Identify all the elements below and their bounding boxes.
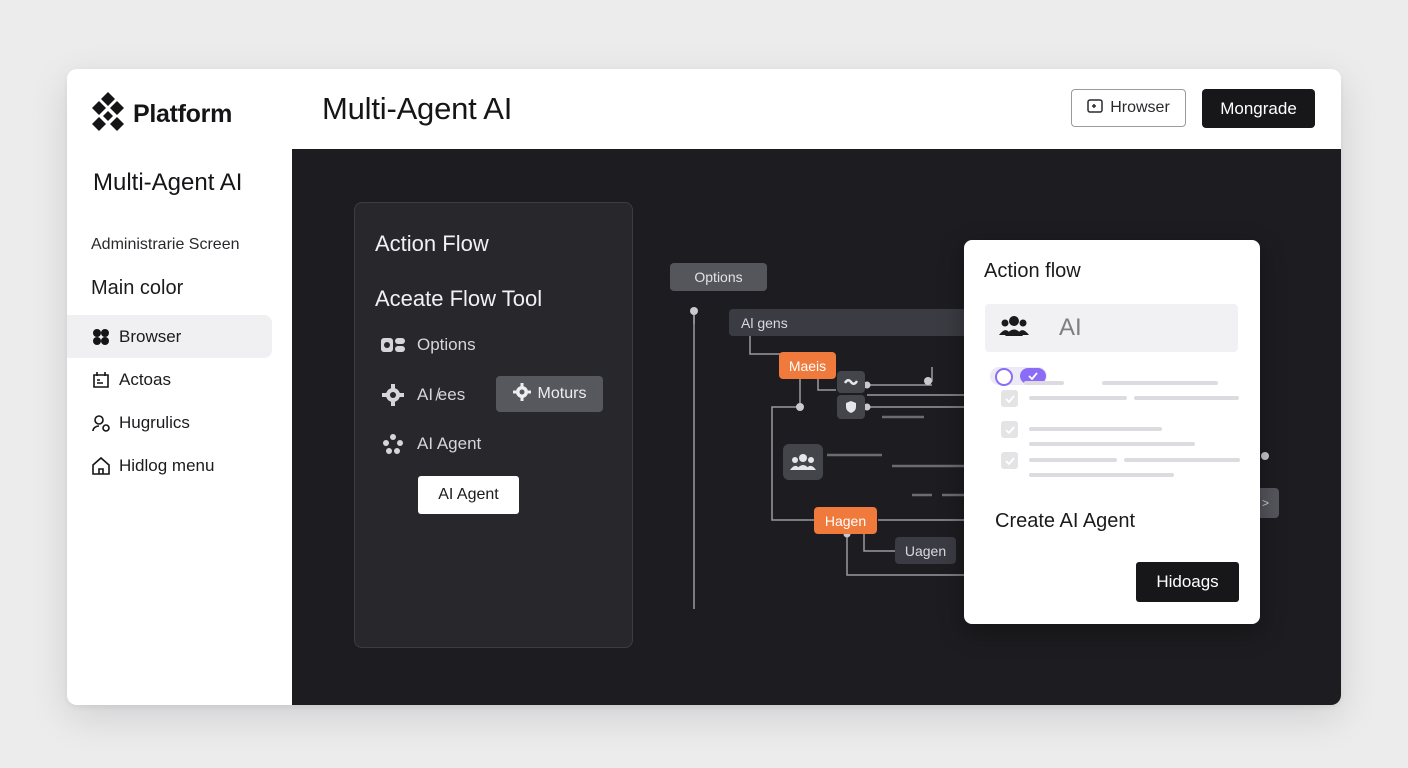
sidebar-item-label: Actoas: [119, 369, 171, 389]
action-flow-card: Action flow AI: [964, 240, 1260, 624]
ai-input-label: AI: [1059, 314, 1082, 341]
top-bar: Multi-Agent AI Hrowser Mongrade: [292, 69, 1341, 149]
sidebar-item-label: Browser: [119, 326, 182, 346]
action-flow-panel: Action Flow Aceate Flow Tool Options AI …: [354, 202, 633, 648]
uagen-node[interactable]: Uagen: [895, 537, 956, 564]
upgrade-button[interactable]: Mongrade: [1202, 89, 1315, 128]
checkbox[interactable]: [1001, 421, 1018, 438]
window-icon: [1087, 98, 1103, 118]
shield-icon[interactable]: [837, 395, 865, 419]
placeholder-line: [1029, 442, 1195, 446]
page-title: Multi-Agent AI: [322, 91, 513, 126]
gear-icon: [381, 383, 405, 407]
toggle-icon: [381, 333, 405, 357]
maeis-node[interactable]: Maeis: [779, 352, 836, 379]
check-icon: [1020, 368, 1046, 384]
sidebar-item-label: Hidlog menu: [119, 455, 215, 475]
ai-gens-node[interactable]: Al ɡens: [729, 309, 969, 336]
placeholder-line: [1102, 381, 1218, 385]
placeholder-line: [1029, 458, 1117, 462]
panel-row-label: AI ̸ees: [417, 385, 466, 404]
user-settings-icon: [91, 413, 111, 433]
panel-row-label: Options: [417, 335, 476, 354]
sidebar-nav: Browser Actoas Hugrulics Hidlog menu: [67, 315, 272, 487]
sidebar-title: Multi-Agent AI: [93, 169, 243, 196]
users-icon: [999, 315, 1029, 342]
sidebar-item-browser[interactable]: Browser: [67, 315, 272, 358]
placeholder-line: [1029, 427, 1162, 431]
create-ai-agent-label: Create AI Agent: [995, 510, 1136, 532]
checkbox[interactable]: [1001, 390, 1018, 407]
cluster-icon: [91, 327, 111, 347]
ai-agent-button[interactable]: AI Agent: [418, 476, 519, 514]
toggle-switch[interactable]: [990, 367, 1047, 386]
placeholder-line: [1124, 458, 1240, 462]
brand[interactable]: Platform: [91, 91, 232, 138]
app-window: Platform Multi-Agent AI Administrarie Sc…: [67, 69, 1341, 705]
sidebar-item-actoas[interactable]: Actoas: [67, 358, 272, 401]
options-node[interactable]: Options: [670, 263, 767, 291]
browser-button[interactable]: Hrowser: [1071, 89, 1186, 127]
browser-button-label: Hrowser: [1110, 99, 1170, 116]
motors-chip-label: Moturs: [537, 385, 587, 402]
brand-name: Platform: [133, 100, 233, 128]
panel-row-options[interactable]: Options: [381, 333, 476, 357]
home-icon: [91, 456, 111, 476]
checkbox[interactable]: [1001, 452, 1018, 469]
panel-row-ai-agent[interactable]: AI Agent: [381, 432, 481, 456]
placeholder-line: [1029, 396, 1127, 400]
flow-canvas: Action Flow Aceate Flow Tool Options AI …: [292, 149, 1341, 705]
placeholder-line: [1024, 381, 1064, 385]
sidebar-section-label: Main color: [91, 277, 184, 299]
hidoags-button[interactable]: Hidoags: [1136, 562, 1239, 602]
link-icon[interactable]: [837, 371, 865, 393]
diamond-grid-icon: [91, 91, 125, 138]
panel-subtitle: Aceate Flow Tool: [375, 286, 543, 311]
placeholder-line: [1029, 473, 1174, 477]
ai-input[interactable]: AI: [985, 304, 1238, 352]
panel-row-ai-ees[interactable]: AI ̸ees: [381, 383, 465, 407]
hagen-node[interactable]: Hagen: [814, 507, 877, 534]
motors-chip[interactable]: Moturs: [496, 376, 603, 412]
sidebar-item-label: Hugrulics: [119, 412, 190, 432]
panel-title: Action Flow: [375, 231, 489, 256]
gear-icon: [512, 382, 531, 406]
sidebar-subtitle: Administrarie Screen: [91, 236, 240, 253]
dots-cluster-icon: [381, 432, 405, 456]
sidebar-item-hugrulics[interactable]: Hugrulics: [67, 401, 272, 444]
flow-connectors: [690, 307, 1269, 609]
calendar-icon: [91, 370, 111, 390]
users-icon[interactable]: [783, 444, 823, 480]
placeholder-line: [1134, 396, 1239, 400]
panel-row-label: AI Agent: [417, 434, 482, 453]
card-title: Action flow: [984, 260, 1081, 282]
sidebar: Platform Multi-Agent AI Administrarie Sc…: [67, 69, 292, 705]
sidebar-item-hidlog-menu[interactable]: Hidlog menu: [67, 444, 272, 487]
